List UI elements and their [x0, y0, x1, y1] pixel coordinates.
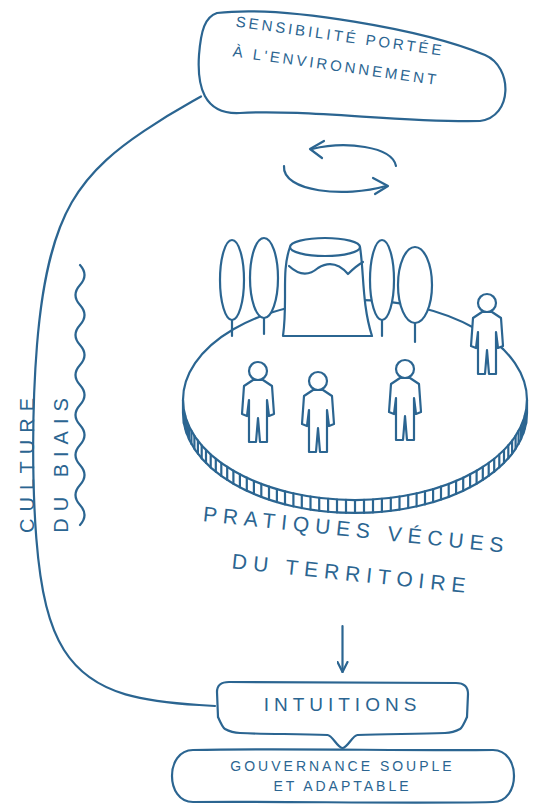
outline-stroke — [184, 411, 526, 514]
cycle-arrowhead — [373, 178, 388, 194]
mountain — [283, 247, 372, 336]
connector — [218, 717, 467, 748]
tree-trunk — [381, 300, 383, 336]
tree-crown — [220, 240, 244, 320]
cycle-arc — [312, 145, 396, 166]
outline-stroke — [183, 300, 527, 500]
person — [242, 362, 274, 442]
tree-crown — [398, 247, 432, 323]
node-outline — [165, 748, 520, 804]
node-label: GOUVERNANCE SOUPLE ET ADAPTABLE — [225, 756, 460, 796]
node-label: PRATIQUES VÉCUES DU TERRITOIRE — [180, 490, 527, 613]
mountain-ridge — [289, 262, 363, 274]
intuitions-box: INTUITIONS — [215, 680, 470, 732]
outline-stroke — [172, 749, 514, 802]
theme-blob: SENSIBILITÉ PORTÉE À L'ENVIRONNEMENT — [195, 5, 510, 127]
person — [471, 294, 503, 374]
territory-platform: PRATIQUES VÉCUES DU TERRITOIRE — [170, 228, 530, 618]
governance-box: GOUVERNANCE SOUPLE ET ADAPTABLE — [165, 748, 520, 804]
tree-trunk — [414, 305, 416, 342]
tree-crown — [370, 240, 394, 320]
tree-trunk — [263, 300, 265, 334]
tree-crown — [250, 238, 278, 318]
outline-stroke — [183, 400, 527, 513]
node-label: INTUITIONS — [215, 692, 470, 718]
cycle-arc — [284, 166, 386, 192]
mountain-top — [290, 238, 360, 256]
wavy-line — [76, 265, 85, 525]
person — [389, 360, 421, 440]
connector — [341, 626, 343, 672]
connector-label: CULTURE DU BIAIS — [10, 377, 78, 547]
cycle-arrowhead — [310, 141, 324, 158]
person — [302, 372, 334, 452]
